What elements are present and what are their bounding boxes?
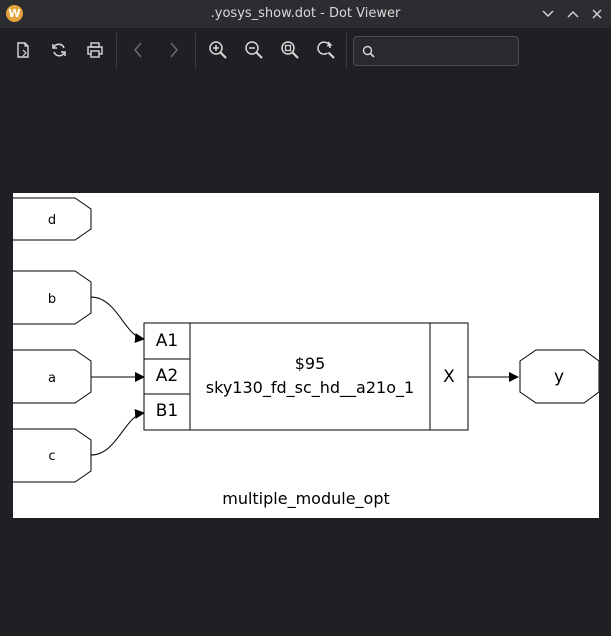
search-input[interactable] (380, 41, 518, 63)
output-node-label: y (554, 367, 564, 387)
cell-id: $95 (295, 354, 326, 373)
chevron-up-icon (567, 10, 579, 18)
open-file-icon (17, 42, 29, 58)
cell-type: sky130_fd_sc_hd__a21o_1 (206, 378, 414, 398)
open-file-button[interactable] (8, 35, 38, 65)
back-button[interactable] (123, 35, 153, 65)
minimize-button[interactable] (538, 4, 558, 24)
reload-icon (52, 43, 66, 57)
printer-icon (87, 42, 103, 58)
chevron-down-icon (542, 10, 554, 18)
input-node-label: d (48, 213, 56, 228)
close-icon (592, 9, 602, 19)
zoom-out-icon (245, 41, 263, 59)
print-button[interactable] (80, 35, 110, 65)
zoom-reset-button[interactable] (311, 35, 341, 65)
graph-canvas[interactable]: d b a c A1 A2 B1 (0, 193, 600, 518)
cell-port-b1: B1 (156, 401, 178, 421)
reload-button[interactable] (44, 35, 74, 65)
zoom-out-button[interactable] (239, 35, 269, 65)
maximize-button[interactable] (563, 4, 583, 24)
input-node-label: b (48, 292, 56, 307)
input-node-label: a (48, 371, 56, 386)
search-icon (362, 45, 375, 58)
input-node-d[interactable]: d (0, 197, 92, 241)
cell-port-a2: A2 (156, 366, 178, 386)
graph-label: multiple_module_opt (222, 489, 390, 509)
toolbar-separator (195, 33, 196, 69)
input-node-a[interactable]: a (0, 349, 92, 404)
input-node-c[interactable]: c (0, 428, 92, 483)
toolbar-separator (116, 33, 117, 69)
title-bar: W .yosys_show.dot - Dot Viewer (0, 0, 611, 29)
cell-port-x: X (443, 367, 455, 387)
zoom-fit-button[interactable] (275, 35, 305, 65)
app-icon: W (6, 5, 23, 22)
chevron-right-icon (170, 42, 178, 58)
forward-button[interactable] (159, 35, 189, 65)
zoom-reset-icon (317, 41, 335, 59)
zoom-in-icon (209, 41, 227, 59)
input-node-label: c (48, 449, 55, 464)
zoom-in-button[interactable] (203, 35, 233, 65)
toolbar (0, 29, 611, 73)
graph-diagram: d b a c A1 A2 B1 (0, 197, 600, 509)
toolbar-separator (346, 33, 347, 69)
window-title: .yosys_show.dot - Dot Viewer (210, 6, 401, 21)
zoom-fit-icon (281, 41, 299, 59)
close-button[interactable] (587, 4, 607, 24)
edge-b-to-a1 (90, 296, 145, 344)
output-node-y[interactable]: y (519, 349, 600, 404)
search-box[interactable] (353, 36, 519, 66)
cell-port-a1: A1 (156, 331, 178, 351)
cell-node[interactable]: A1 A2 B1 $95 sky130_fd_sc_hd__a21o_1 X (143, 322, 469, 431)
input-node-b[interactable]: b (0, 270, 92, 325)
edge-c-to-b1 (90, 408, 145, 456)
chevron-left-icon (134, 42, 142, 58)
